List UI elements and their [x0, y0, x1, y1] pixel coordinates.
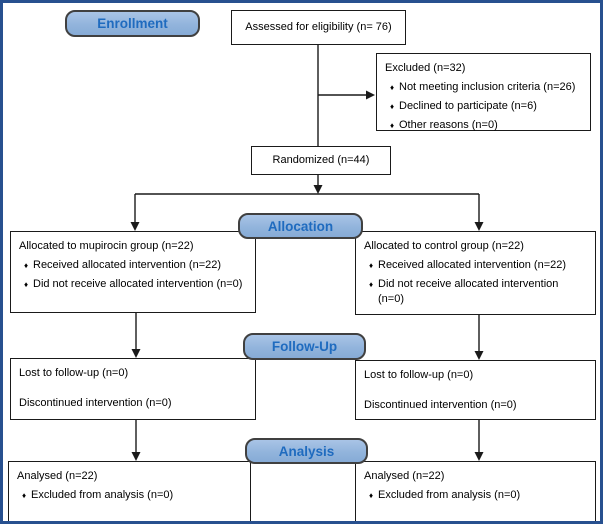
- diamond-bullet-icon: ♦: [368, 280, 374, 289]
- analysis-right-title: Analysed (n=22): [364, 470, 445, 482]
- stage-label-analysis: Analysis: [245, 438, 368, 464]
- followup-right-line-1: Lost to follow-up (n=0): [364, 369, 474, 381]
- allocation-left-title: Allocated to mupirocin group (n=22): [19, 240, 194, 252]
- analysis-left-box: Analysed (n=22) ♦ Excluded from analysis…: [8, 461, 251, 521]
- diamond-bullet-icon: ♦: [23, 280, 29, 289]
- excluded-bullet-1-text: Not meeting inclusion criteria (n=26): [399, 81, 576, 93]
- arrow-into-analysis-right: [474, 452, 484, 461]
- excluded-bullet-2-text: Declined to participate (n=6): [399, 100, 537, 112]
- followup-right-box: Lost to follow-up (n=0) Discontinued int…: [355, 360, 596, 420]
- analysis-right-box: Analysed (n=22) ♦ Excluded from analysis…: [355, 461, 596, 521]
- assessed-text: Assessed for eligibility (n= 76): [245, 21, 392, 33]
- connector-lines: [130, 45, 484, 461]
- allocation-right-bullet-1-text: Received allocated intervention (n=22): [378, 259, 567, 271]
- excluded-bullet-3: ♦ Other reasons (n=0): [385, 118, 582, 133]
- allocation-right-bullet-2: ♦ Did not receive allocated intervention…: [364, 277, 587, 307]
- analysis-right-bullet-1: ♦ Excluded from analysis (n=0): [364, 488, 587, 503]
- stage-label-enrollment: Enrollment: [65, 10, 200, 37]
- arrow-randomized-split: [313, 185, 323, 194]
- allocation-left-bullet-2: ♦ Did not receive allocated intervention…: [19, 277, 247, 292]
- followup-right-line-2: Discontinued intervention (n=0): [364, 399, 517, 411]
- excluded-title: Excluded (n=32): [385, 62, 466, 74]
- allocation-right-bullet-2-text: Did not receive allocated intervention (…: [378, 278, 559, 305]
- randomized-text: Randomized (n=44): [272, 154, 370, 166]
- allocation-right-bullet-1: ♦ Received allocated intervention (n=22): [364, 258, 587, 273]
- allocation-right-title: Allocated to control group (n=22): [364, 240, 524, 252]
- arrow-into-followup-right: [474, 351, 484, 360]
- arrow-into-allocation-left: [130, 222, 140, 231]
- excluded-bullet-3-text: Other reasons (n=0): [399, 119, 498, 131]
- diamond-bullet-icon: ♦: [389, 83, 395, 92]
- excluded-bullet-2: ♦ Declined to participate (n=6): [385, 99, 582, 114]
- arrow-into-analysis-left: [131, 452, 141, 461]
- assessed-box: Assessed for eligibility (n= 76): [231, 10, 406, 45]
- allocation-left-bullet-1: ♦ Received allocated intervention (n=22): [19, 258, 247, 273]
- analysis-left-bullet-1: ♦ Excluded from analysis (n=0): [17, 488, 242, 503]
- diamond-bullet-icon: ♦: [389, 102, 395, 111]
- analysis-left-bullet-1-text: Excluded from analysis (n=0): [31, 489, 174, 501]
- analysis-left-title: Analysed (n=22): [17, 470, 98, 482]
- stage-label-allocation: Allocation: [238, 213, 363, 239]
- stage-label-follow-up: Follow-Up: [243, 333, 366, 360]
- diamond-bullet-icon: ♦: [23, 261, 29, 270]
- followup-left-line-2: Discontinued intervention (n=0): [19, 397, 172, 409]
- diamond-bullet-icon: ♦: [368, 491, 374, 500]
- arrow-into-excluded: [366, 90, 375, 100]
- followup-left-line-1: Lost to follow-up (n=0): [19, 367, 129, 379]
- allocation-left-bullet-2-text: Did not receive allocated intervention (…: [33, 278, 243, 290]
- arrow-into-allocation-right: [474, 222, 484, 231]
- diamond-bullet-icon: ♦: [389, 121, 395, 130]
- allocation-right-box: Allocated to control group (n=22) ♦ Rece…: [355, 231, 596, 315]
- followup-left-box: Lost to follow-up (n=0) Discontinued int…: [10, 358, 256, 420]
- excluded-bullet-1: ♦ Not meeting inclusion criteria (n=26): [385, 80, 582, 95]
- excluded-box: Excluded (n=32) ♦ Not meeting inclusion …: [376, 53, 591, 131]
- diamond-bullet-icon: ♦: [21, 491, 27, 500]
- allocation-left-box: Allocated to mupirocin group (n=22) ♦ Re…: [10, 231, 256, 313]
- allocation-left-bullet-1-text: Received allocated intervention (n=22): [33, 259, 222, 271]
- diamond-bullet-icon: ♦: [368, 261, 374, 270]
- randomized-box: Randomized (n=44): [251, 146, 391, 175]
- analysis-right-bullet-1-text: Excluded from analysis (n=0): [378, 489, 521, 501]
- arrow-into-followup-left: [131, 349, 141, 358]
